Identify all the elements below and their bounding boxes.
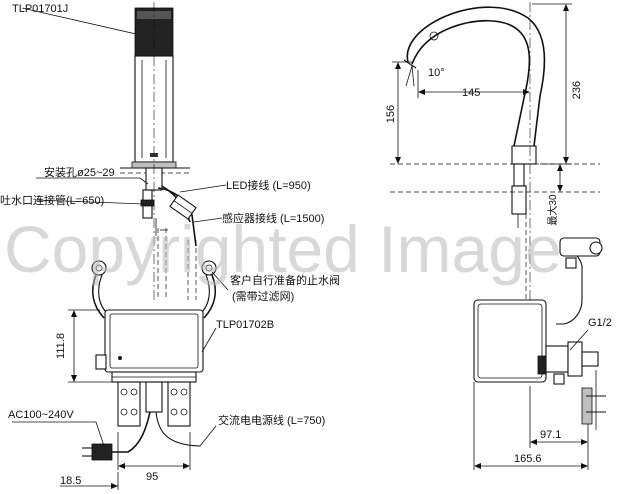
control-box (104, 309, 204, 373)
side-base (511, 145, 537, 165)
dim-total-height: 236 (571, 81, 583, 99)
dim-left-offset: 18.5 (60, 475, 81, 487)
dim-spout-height: 156 (385, 105, 397, 123)
dim-depth-1656: 165.6 (514, 453, 542, 465)
dim-box-width: 95 (146, 471, 158, 483)
control-box-side (473, 299, 547, 383)
stop-valve-label: 客户自行准备的止水阀 (230, 273, 340, 287)
power-plug (91, 443, 113, 461)
right-mount (167, 381, 191, 427)
left-hose (91, 274, 105, 319)
left-valve-nut (91, 260, 107, 276)
power-cable (96, 411, 151, 453)
power-cable-label: 交流电电源线 (L=750) (218, 413, 325, 427)
watermark: Copyrighted Image (4, 212, 562, 286)
right-hose (203, 274, 217, 319)
led-wire-label: LED接线 (L=950) (226, 178, 311, 192)
right-valve-nut (201, 260, 217, 276)
dim-box-height: 111.8 (55, 333, 67, 359)
sensor-window (429, 31, 439, 41)
wall-bracket (581, 387, 593, 425)
controller-model-label: TLP01702B (216, 319, 274, 331)
faucet-model-label: TLP01701J (12, 3, 68, 15)
dim-depth-971: 97.1 (540, 429, 561, 441)
faucet-body (134, 55, 174, 163)
dim-spout-reach: 145 (462, 87, 480, 99)
left-mount (117, 381, 141, 427)
outlet-pipe-label: 吐水口连接管(L=650) (0, 193, 104, 207)
sensor-wire-label: 感应器接线 (L=1500) (222, 211, 324, 225)
spout-outer (406, 6, 546, 147)
thread-label: G1/2 (588, 317, 612, 329)
angle-label: 10° (428, 67, 445, 79)
spout-inner (411, 19, 531, 147)
install-hole-label: 安装孔ø25~29 (44, 165, 115, 179)
valve-body (545, 345, 569, 373)
side-view (390, 2, 606, 470)
stop-valve-note: (需带过滤网) (232, 290, 294, 303)
voltage-label: AC100~240V (8, 409, 74, 421)
dim-max-30: 最大30 (546, 194, 559, 226)
front-view (12, 2, 229, 490)
